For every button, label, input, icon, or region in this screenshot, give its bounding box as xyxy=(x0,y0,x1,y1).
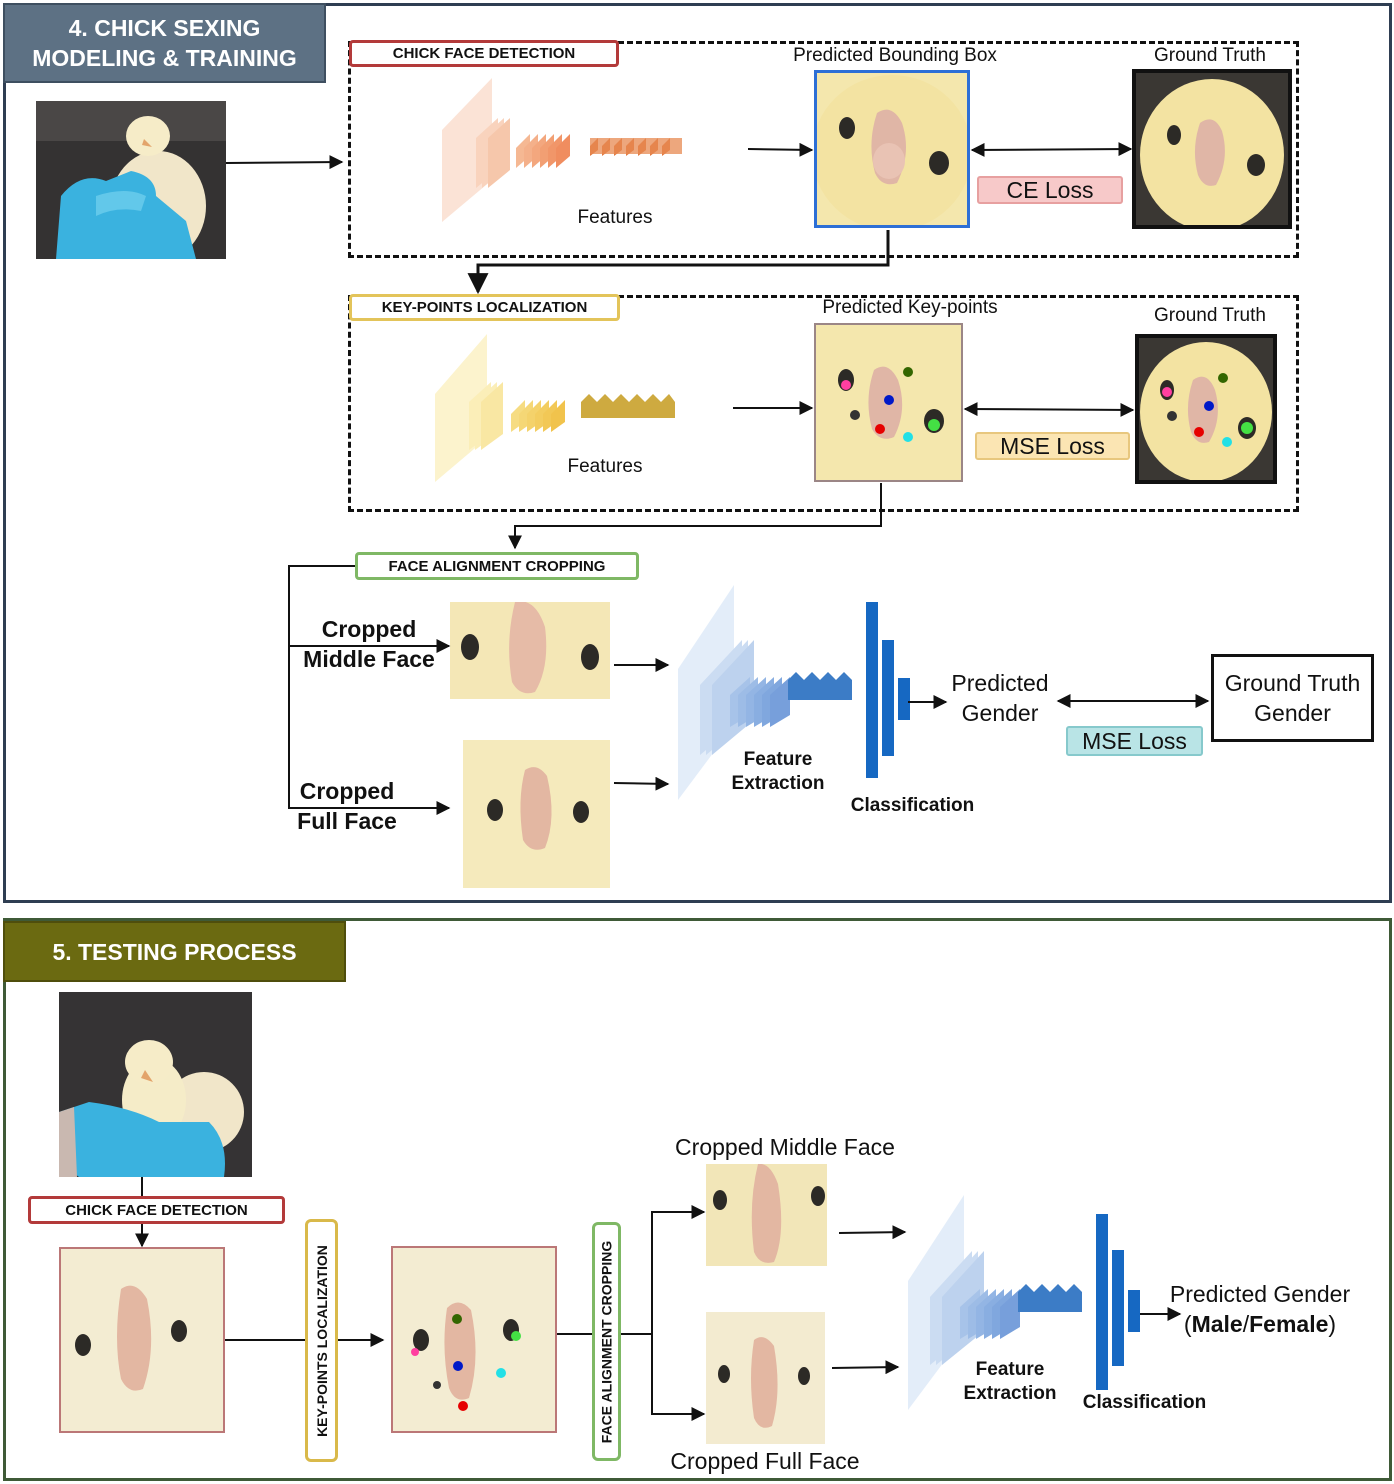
predicted-keypoints-label: Predicted Key-points xyxy=(822,297,998,318)
ce-loss-box: CE Loss xyxy=(977,176,1123,204)
training-classification-label: Classification xyxy=(850,795,975,816)
testing-input-photo xyxy=(59,992,252,1177)
keypoints-tag: KEY-POINTS LOCALIZATION xyxy=(349,294,620,321)
keypoints-features-label: Features xyxy=(567,456,643,477)
testing-predicted-gender-line2: (Male/Female) xyxy=(1160,1311,1360,1338)
gender-female: Female xyxy=(1249,1311,1329,1337)
gender-male: Male xyxy=(1191,1311,1243,1337)
cropped-full-face-image xyxy=(463,740,610,888)
alignment-tag: FACE ALIGNMENT CROPPING xyxy=(355,552,639,580)
gender-open-paren: ( xyxy=(1183,1311,1192,1337)
testing-feature-network xyxy=(908,1195,1082,1410)
input-chick-photo xyxy=(36,101,226,259)
testing-predicted-gender-line1: Predicted Gender xyxy=(1169,1281,1351,1307)
detection-region xyxy=(348,41,1299,258)
alignment-tag-text: FACE ALIGNMENT CROPPING xyxy=(388,557,606,575)
cropped-middle-face-label: Cropped Middle Face xyxy=(303,616,435,672)
detection-ground-truth-image xyxy=(1132,69,1292,229)
detection-features-label: Features xyxy=(577,207,653,228)
testing-feature-extraction-label: Feature Extraction xyxy=(963,1359,1057,1404)
detection-tag: CHICK FACE DETECTION xyxy=(349,40,619,67)
testing-classification-label: Classification xyxy=(1082,1392,1207,1413)
final-mse-loss-box: MSE Loss xyxy=(1066,726,1203,756)
keypoints-mse-loss-box: MSE Loss xyxy=(975,432,1130,460)
ground-truth-gender-label: Ground Truth Gender xyxy=(1224,670,1361,726)
training-classification-bars xyxy=(866,602,910,778)
testing-full-face-image xyxy=(706,1312,825,1444)
cropped-middle-face-image xyxy=(450,602,610,699)
gender-slash: / xyxy=(1242,1311,1250,1337)
detection-ground-truth-label: Ground Truth xyxy=(1154,45,1266,66)
testing-header: 5. TESTING PROCESS xyxy=(3,921,346,982)
testing-classification-bars xyxy=(1096,1214,1140,1390)
gender-close-paren: ) xyxy=(1328,1311,1337,1337)
training-header: 4. CHICK SEXING MODELING & TRAINING xyxy=(3,3,326,83)
keypoints-tag-text: KEY-POINTS LOCALIZATION xyxy=(381,299,588,316)
training-header-text: 4. CHICK SEXING MODELING & TRAINING xyxy=(32,15,297,71)
predicted-gender-label: Predicted Gender xyxy=(951,670,1049,726)
keypoints-ground-truth-image xyxy=(1135,334,1277,484)
cropped-full-face-label: Cropped Full Face xyxy=(297,778,397,834)
alignment-feature-network xyxy=(678,585,852,800)
keypoints-region xyxy=(348,295,1299,512)
ground-truth-gender-box: Ground Truth Gender xyxy=(1211,654,1374,742)
testing-full-face-label: Cropped Full Face xyxy=(670,1448,860,1474)
testing-keypoints-tag: KEY-POINTS LOCALIZATION xyxy=(305,1219,338,1462)
testing-detection-tag: CHICK FACE DETECTION xyxy=(28,1196,285,1224)
testing-middle-face-image xyxy=(706,1164,827,1266)
keypoints-feature-network xyxy=(435,334,675,482)
keypoints-ground-truth-label: Ground Truth xyxy=(1154,305,1266,326)
testing-detected-face xyxy=(59,1247,225,1433)
testing-keypoints-face xyxy=(391,1246,557,1433)
predicted-bbox-image xyxy=(814,70,970,228)
testing-detection-tag-text: CHICK FACE DETECTION xyxy=(65,1201,248,1219)
testing-panel xyxy=(3,918,1392,1481)
detection-feature-network xyxy=(442,78,682,222)
training-panel xyxy=(3,3,1392,903)
testing-header-text: 5. TESTING PROCESS xyxy=(52,938,297,965)
detection-tag-text: CHICK FACE DETECTION xyxy=(392,45,576,62)
training-feature-extraction-label: Feature Extraction xyxy=(731,749,825,794)
predicted-keypoints-image xyxy=(814,323,963,482)
testing-middle-face-label: Cropped Middle Face xyxy=(675,1134,895,1160)
testing-alignment-tag: FACE ALIGNMENT CROPPING xyxy=(592,1222,621,1461)
predicted-bbox-label: Predicted Bounding Box xyxy=(793,45,997,66)
